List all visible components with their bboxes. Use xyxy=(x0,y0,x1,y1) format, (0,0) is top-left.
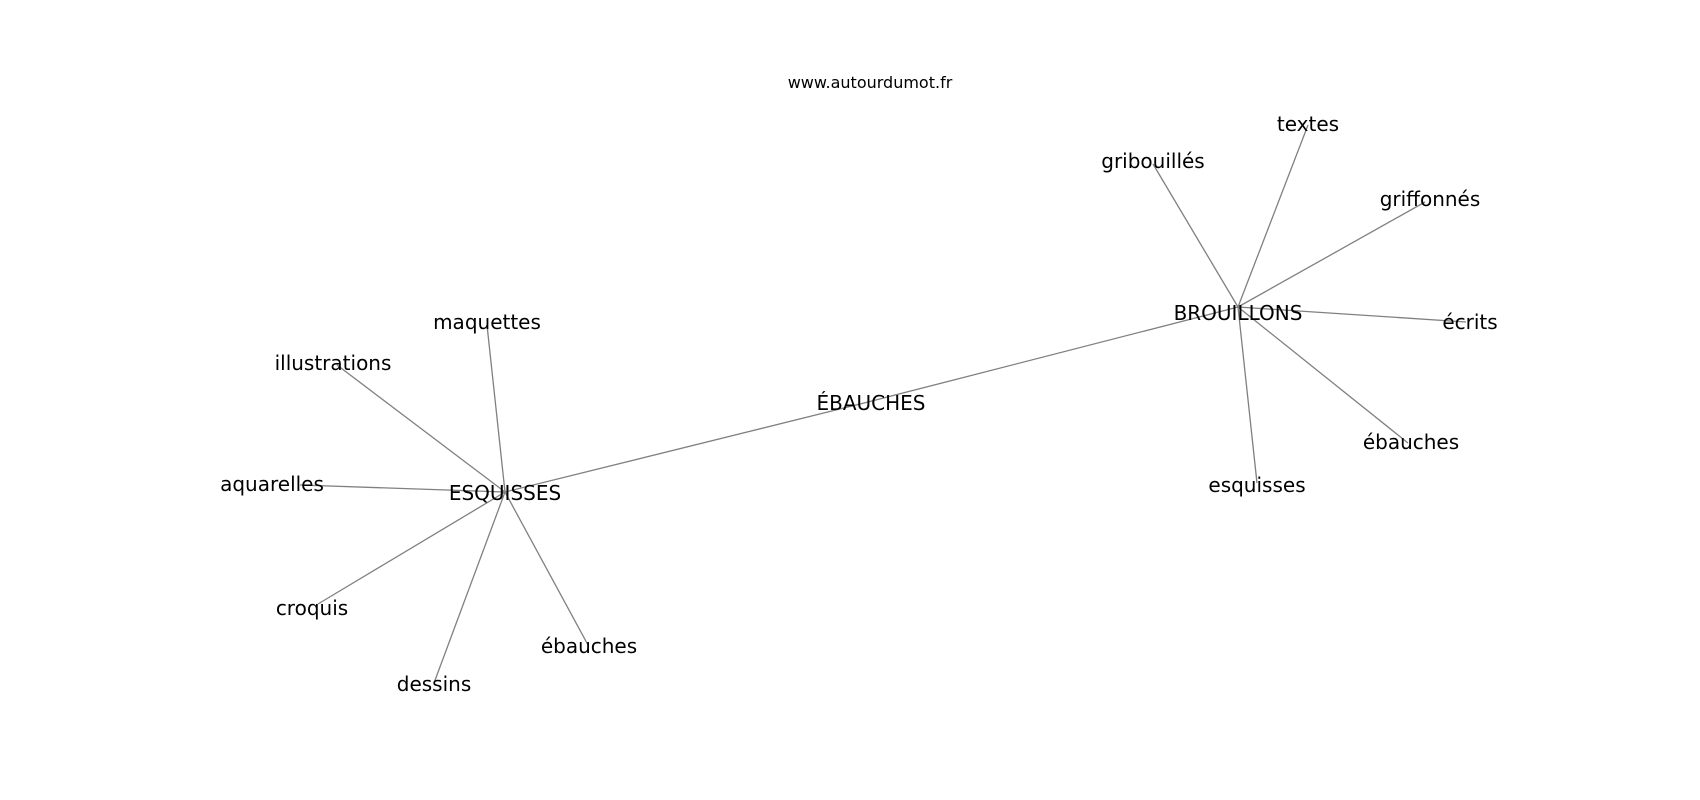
node-hub-esquisses: ESQUISSES xyxy=(449,481,561,505)
node-dessins: dessins xyxy=(397,672,472,696)
node-ebauches-brouillons: ébauches xyxy=(1363,430,1459,454)
nodes: ÉBAUCHES ESQUISSES maquettes illustratio… xyxy=(220,112,1498,696)
node-ebauches-esquisses: ébauches xyxy=(541,634,637,658)
edge-esquisses-maquettes xyxy=(486,324,506,493)
edge-brouillons-ecrits xyxy=(1237,306,1467,323)
edge-center-brouillons xyxy=(867,306,1239,403)
node-esquisses: esquisses xyxy=(1208,473,1305,497)
edge-brouillons-textes xyxy=(1237,124,1309,308)
edge-brouillons-ebauches xyxy=(1237,306,1409,444)
edge-esquisses-illustrations xyxy=(336,364,506,493)
node-maquettes: maquettes xyxy=(433,310,541,334)
node-ecrits: écrits xyxy=(1442,310,1497,334)
node-center: ÉBAUCHES xyxy=(816,391,925,415)
node-hub-brouillons: BROUILLONS xyxy=(1174,301,1303,325)
edges xyxy=(299,124,1467,684)
node-croquis: croquis xyxy=(276,596,348,620)
node-gribouilles: gribouillés xyxy=(1101,149,1204,173)
edge-esquisses-aquarelles xyxy=(299,484,506,493)
edge-esquisses-ebauches xyxy=(504,491,589,646)
edge-brouillons-esquisses xyxy=(1237,306,1258,484)
node-textes: textes xyxy=(1277,112,1339,136)
edge-brouillons-griffonnes xyxy=(1237,201,1426,308)
edge-center-esquisses xyxy=(504,401,869,493)
edge-brouillons-gribouilles xyxy=(1152,163,1239,308)
credit-text: www.autourdumot.fr xyxy=(788,73,953,92)
node-griffonnes: griffonnés xyxy=(1380,187,1481,211)
edge-esquisses-croquis xyxy=(317,491,506,605)
edge-esquisses-dessins xyxy=(433,491,506,684)
node-aquarelles: aquarelles xyxy=(220,472,324,496)
node-illustrations: illustrations xyxy=(275,351,392,375)
